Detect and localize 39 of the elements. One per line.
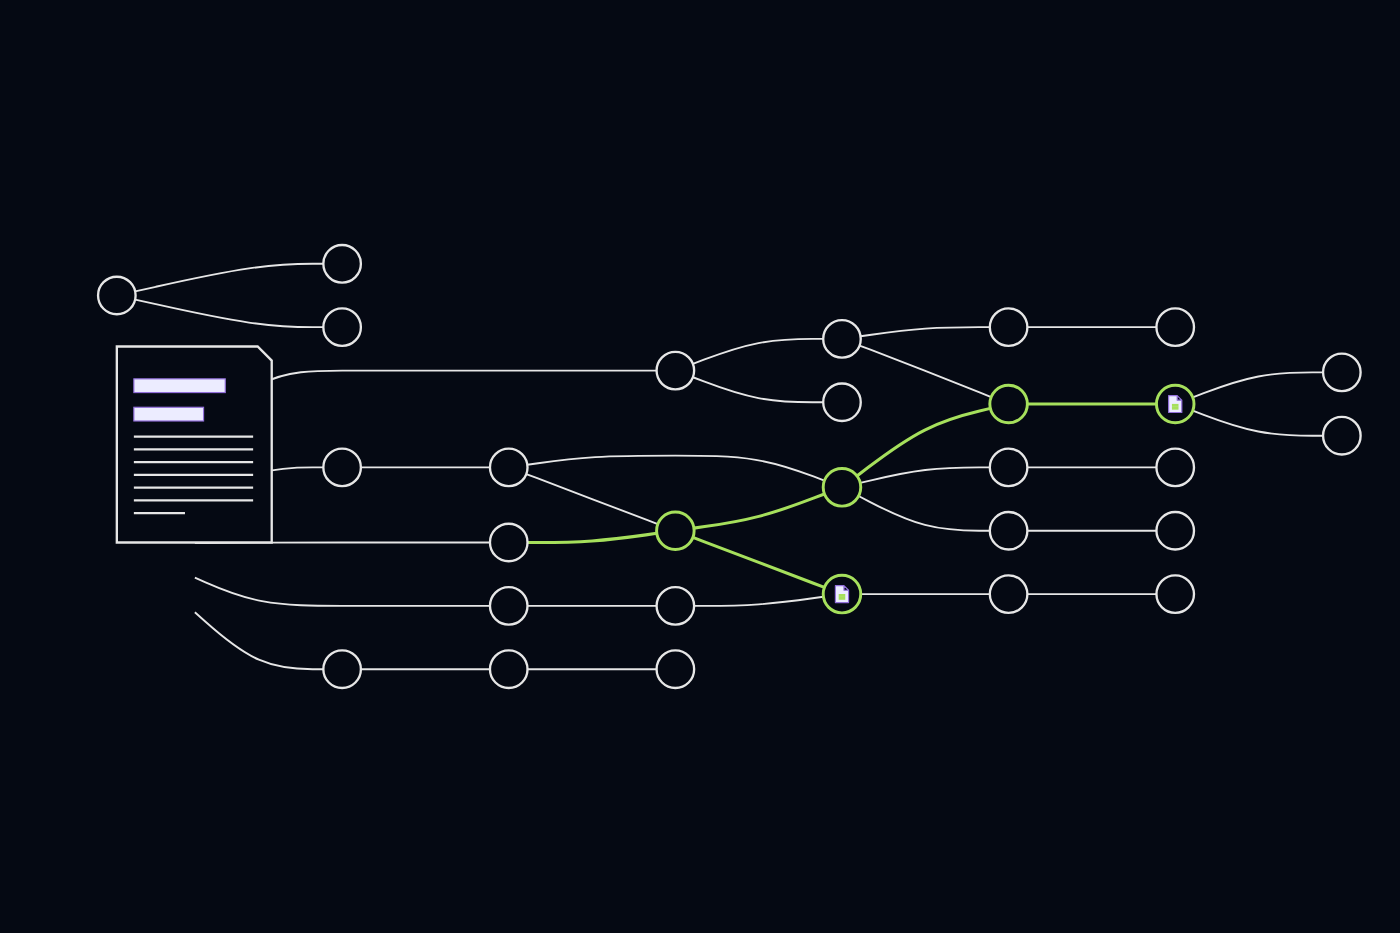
node-circle: [822, 382, 862, 423]
node-circle: [488, 649, 529, 690]
node-circle: [1155, 447, 1196, 488]
node-circle: [322, 243, 363, 284]
node-circle: [655, 649, 696, 690]
node-circle: [822, 318, 862, 359]
node-circle: [488, 585, 529, 626]
node-circle: [1155, 574, 1196, 615]
node-document: [115, 345, 273, 544]
node-circle: [1154, 383, 1196, 425]
node-circle: [655, 350, 696, 391]
node-circle: [821, 573, 863, 615]
node-circle: [988, 510, 1029, 551]
node-circle: [821, 467, 863, 508]
node-circle: [655, 585, 696, 626]
connector: [527, 531, 657, 544]
connector: [692, 536, 825, 589]
node-circle: [488, 447, 529, 488]
node-circle: [488, 522, 529, 563]
node-circle: [1155, 510, 1196, 551]
node-circle: [988, 383, 1029, 425]
node-circle: [322, 447, 363, 488]
node-circle: [322, 307, 363, 348]
connector: [857, 495, 991, 532]
node-circle: [1321, 352, 1362, 393]
node-circle: [988, 447, 1029, 488]
connector: [1027, 402, 1157, 406]
node-circle: [1155, 307, 1196, 348]
node-circle: [1321, 415, 1362, 456]
connector: [856, 406, 991, 478]
node-circle: [96, 275, 137, 316]
connector: [693, 492, 825, 530]
connector: [859, 466, 991, 484]
node-circle: [988, 574, 1029, 615]
node-circle: [988, 307, 1029, 348]
connector: [193, 576, 491, 607]
connector: [525, 473, 659, 525]
node-circle: [655, 510, 696, 551]
node-circle: [322, 649, 363, 690]
